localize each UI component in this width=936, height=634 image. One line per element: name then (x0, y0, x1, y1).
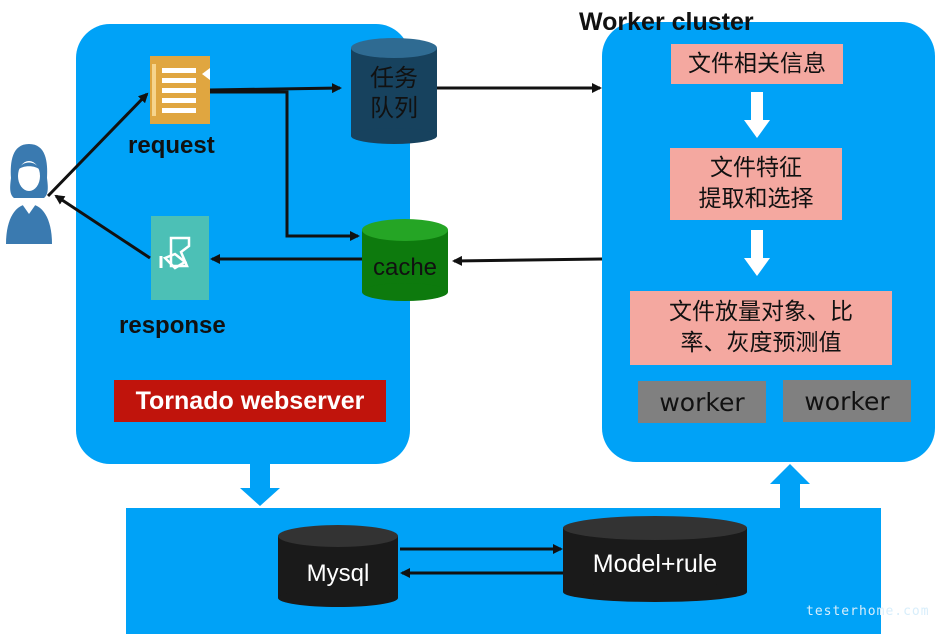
step-prediction-line1: 文件放量对象、比 (669, 299, 853, 325)
step-file-info: 文件相关信息 (671, 44, 843, 84)
arrow-cluster-to-cache (452, 255, 603, 266)
task-queue-label-line1: 任务 (370, 64, 418, 92)
step-prediction: 文件放量对象、比 率、灰度预测值 (630, 291, 892, 365)
cache-label: cache (372, 254, 438, 281)
down-arrow-step1 (744, 92, 770, 138)
down-block-arrow (240, 464, 280, 506)
cache-cylinder (362, 219, 448, 301)
task-queue-label: 任务 队列 (351, 60, 437, 126)
up-block-arrow (770, 464, 810, 508)
arrow-request-to-queue (209, 83, 342, 94)
mysql-cylinder (278, 525, 398, 607)
step-prediction-line2: 率、灰度预测值 (680, 330, 842, 356)
step-feature-line1: 文件特征 (710, 155, 802, 181)
tornado-webserver-label: Tornado webserver (114, 380, 386, 422)
request-icon (150, 56, 210, 124)
down-arrow-step2 (744, 230, 770, 276)
worker-cluster-title: Worker cluster (579, 8, 754, 36)
task-queue-label-line2: 队列 (370, 94, 418, 122)
worker-box-1: worker (638, 381, 766, 423)
arrow-response-to-user (54, 194, 151, 260)
model-rule-label: Model+rule (592, 549, 718, 578)
response-label: response (119, 312, 226, 339)
watermark-text: testerhome.com (806, 604, 930, 619)
worker-box-2: worker (783, 380, 911, 422)
storage-panel (126, 508, 881, 634)
arrow-user-to-request (46, 92, 149, 198)
response-icon (151, 216, 209, 300)
request-label: request (128, 132, 215, 159)
user-icon (6, 144, 52, 244)
step-feature-extraction: 文件特征 提取和选择 (670, 148, 842, 220)
step-feature-line2: 提取和选择 (698, 186, 814, 212)
mysql-label: Mysql (306, 560, 370, 587)
task-queue-cylinder (351, 38, 437, 144)
arrow-request-to-cache (210, 90, 360, 241)
model-rule-cylinder (563, 516, 747, 602)
